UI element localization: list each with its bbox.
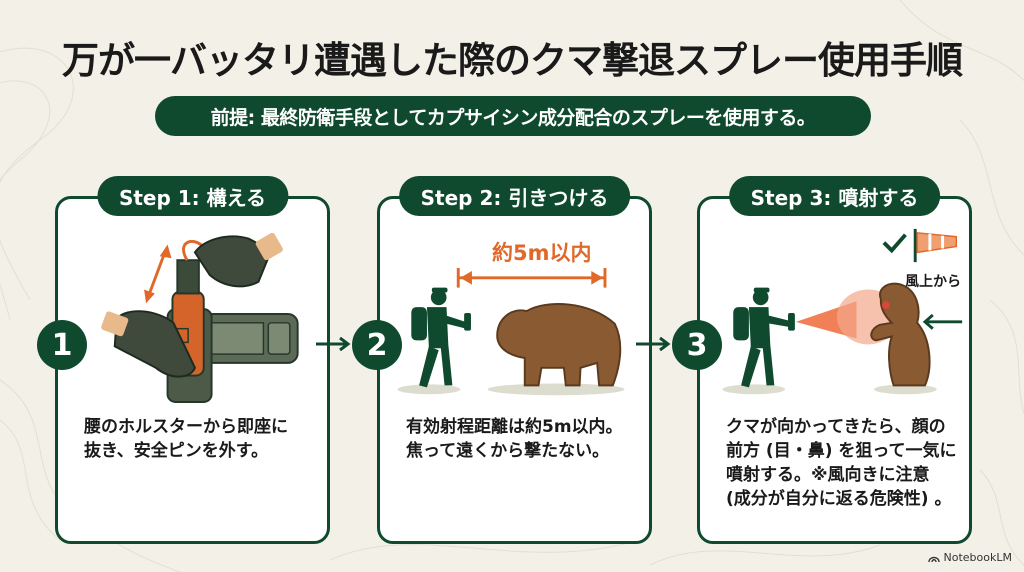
distance-label: 約5m以内	[492, 241, 592, 265]
step-2-number: 2	[352, 320, 402, 370]
check-icon	[882, 233, 907, 254]
step-3-card: Step 3: 噴射する 風上から クマが	[697, 176, 972, 544]
page-title: 万が一バッタリ遭遇した際のクマ撃退スプレー使用手順	[62, 39, 963, 82]
premise-text: 前提: 最終防衛手段としてカプサイシン成分配合のスプレーを使用する。	[210, 106, 816, 129]
distance-illustration	[397, 268, 625, 396]
step-3-badge: Step 3: 噴射する	[728, 176, 941, 216]
notebooklm-watermark: NotebookLM	[927, 551, 1012, 564]
premise-banner: 前提: 最終防衛手段としてカプサイシン成分配合のスプレーを使用する。	[155, 96, 871, 136]
step-2-description: 有効射程距離は約5m以内。 焦って遠くから撃たない。	[406, 417, 623, 461]
arrow-right-icon	[316, 336, 351, 352]
wind-label: 風上から	[905, 274, 961, 290]
notebooklm-logo-icon	[927, 556, 940, 562]
holster-spray-illustration	[101, 232, 299, 404]
step-1-number: 1	[37, 320, 87, 370]
step-3-number: 3	[672, 320, 722, 370]
step-1-badge: Step 1: 構える	[96, 176, 289, 216]
step-1-description: 腰のホルスターから即座に 抜き、安全ピンを外す。	[84, 417, 288, 461]
spray-illustration	[722, 228, 963, 395]
step-1-card: Step 1: 構える 腰のホルスターから即座に 抜き、安全ピンを外す。	[55, 176, 330, 544]
step-2-badge: Step 2: 引きつける	[398, 176, 631, 216]
step-3-description: クマが向かってきたら、顔の 前方 (目・鼻) を狙って一気に 噴射する。※風向き…	[726, 417, 957, 509]
windsock-icon	[916, 232, 958, 254]
arrow-right-icon	[636, 336, 671, 352]
step-2-card: Step 2: 引きつける 約5m以内 有効射程距離は約5m以内。 焦って遠くか…	[377, 176, 652, 544]
